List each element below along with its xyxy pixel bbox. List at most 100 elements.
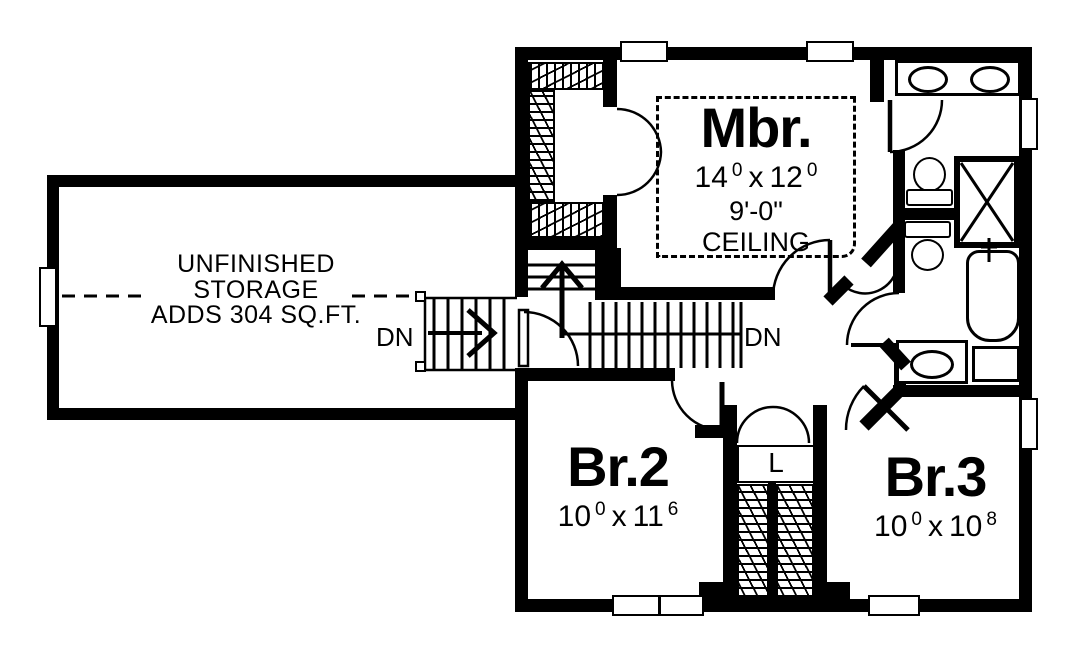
ceiling-height-label: 9'-0"	[729, 195, 783, 226]
door-swing-arc	[523, 310, 580, 367]
wall-walkin-right-lower	[603, 195, 617, 250]
dim-separator: x	[748, 161, 764, 195]
bathtub-icon	[966, 250, 1020, 342]
stair-newel	[415, 291, 426, 302]
linen-closet-label: L	[768, 447, 784, 478]
wall-storage-top	[47, 175, 517, 187]
wall-masterbath-stub	[870, 58, 884, 102]
walkin-closet-shelf-top	[528, 62, 604, 90]
room-name-br2: Br.2	[567, 435, 670, 498]
sink-icon	[910, 350, 954, 379]
room-name-br3: Br.3	[884, 445, 988, 508]
window-top-2	[806, 41, 854, 62]
door-swing-arc	[771, 238, 831, 298]
dim-width: 10	[557, 500, 592, 534]
wall-hall-br2	[515, 368, 675, 381]
ceiling-word-label: CEILING	[701, 227, 811, 258]
wall-master-south	[610, 287, 775, 300]
window-bottom-br3	[868, 595, 920, 616]
dim-length: 10	[949, 510, 983, 544]
bifold-door-arc	[735, 405, 774, 444]
dim-length: 12	[769, 161, 803, 195]
wall-bath-br3	[893, 385, 1022, 397]
wall-toilet-divider	[893, 208, 967, 220]
sink-icon	[908, 66, 948, 93]
dim-width-inches: 0	[595, 499, 606, 521]
wall-linen-left	[723, 405, 737, 482]
br3-closet-shelving	[776, 484, 814, 599]
door-swing-arc	[845, 291, 900, 346]
dim-length: 11	[632, 500, 664, 534]
wall-closets-divider	[768, 482, 776, 599]
wall-main-left-upper	[515, 47, 528, 297]
wall-walkin-right-upper	[603, 60, 617, 107]
stairs-down-label-right: DN	[744, 322, 782, 352]
dim-width: 10	[874, 510, 908, 544]
wall-return-br2	[699, 582, 725, 599]
dim-width: 14	[694, 161, 728, 195]
window-mullion	[658, 597, 661, 614]
storage-label-line2: STORAGE	[193, 275, 319, 304]
stair-newel	[415, 361, 426, 372]
dim-separator: x	[928, 510, 943, 544]
toilet-bowl-icon	[913, 157, 946, 192]
dim-separator: x	[611, 500, 627, 534]
wall-diagonal	[823, 275, 854, 306]
door-swing-arc	[670, 379, 723, 432]
wall-storage-bottom	[47, 408, 517, 420]
wall-closets-left	[723, 480, 737, 600]
storage-stair-outline	[423, 296, 517, 372]
wall-br2-door-stub	[695, 425, 725, 438]
ceiling-dashed-outline	[656, 96, 856, 258]
window-bottom-br2	[612, 595, 704, 616]
toilet-tank-icon	[906, 189, 953, 206]
door-swing-arc	[844, 385, 865, 431]
dim-width-inches: 0	[731, 160, 743, 182]
dim-length-inches: 6	[667, 499, 679, 521]
stair-arrow-right-icon	[466, 308, 498, 358]
wall-main-left-lower	[515, 370, 528, 612]
bifold-door-arc	[772, 405, 811, 444]
storage-label-line3: ADDS 304 SQ.FT.	[150, 301, 362, 329]
wall-linen-right	[813, 405, 827, 482]
dim-width-inches: 0	[911, 509, 922, 531]
window-right-2	[1020, 398, 1038, 450]
dim-length-inches: 0	[806, 160, 818, 182]
door-leaf	[517, 308, 530, 368]
walkin-closet-shelf-bottom	[528, 202, 604, 238]
wall-diagonal	[859, 386, 904, 431]
door-swing-arc	[842, 261, 900, 295]
linen-closet-box	[737, 445, 815, 483]
wall-main-right	[1019, 47, 1032, 612]
wall-walkin-bottom	[515, 238, 617, 250]
dim-length-inches: 8	[986, 509, 997, 531]
window-right-1	[1020, 98, 1038, 150]
closet-door-arc	[616, 107, 663, 153]
window-storage-left	[39, 267, 57, 327]
shower-x-icon	[959, 162, 1015, 242]
window-top-1	[620, 41, 668, 62]
door-leaf	[862, 384, 910, 432]
stairs-down-label-left: DN	[376, 322, 414, 352]
wall-diagonal	[861, 219, 906, 268]
room-name-master: Mbr.	[700, 96, 812, 159]
stair-up-arrow-icon	[540, 260, 584, 290]
wall-closets-right	[813, 480, 827, 600]
toilet-tank-icon	[904, 221, 951, 238]
wall-toilet-stub	[893, 150, 905, 212]
closet-door-arc	[616, 151, 663, 197]
wall-return-br3	[818, 582, 850, 599]
shower-valve-icon	[981, 238, 997, 262]
toilet-bowl-icon	[911, 239, 944, 271]
tub-deck	[972, 346, 1020, 382]
sink-icon	[970, 66, 1010, 93]
storage-label: UNFINISHED STORAGE ADDS 304 SQ.FT.	[136, 251, 376, 329]
